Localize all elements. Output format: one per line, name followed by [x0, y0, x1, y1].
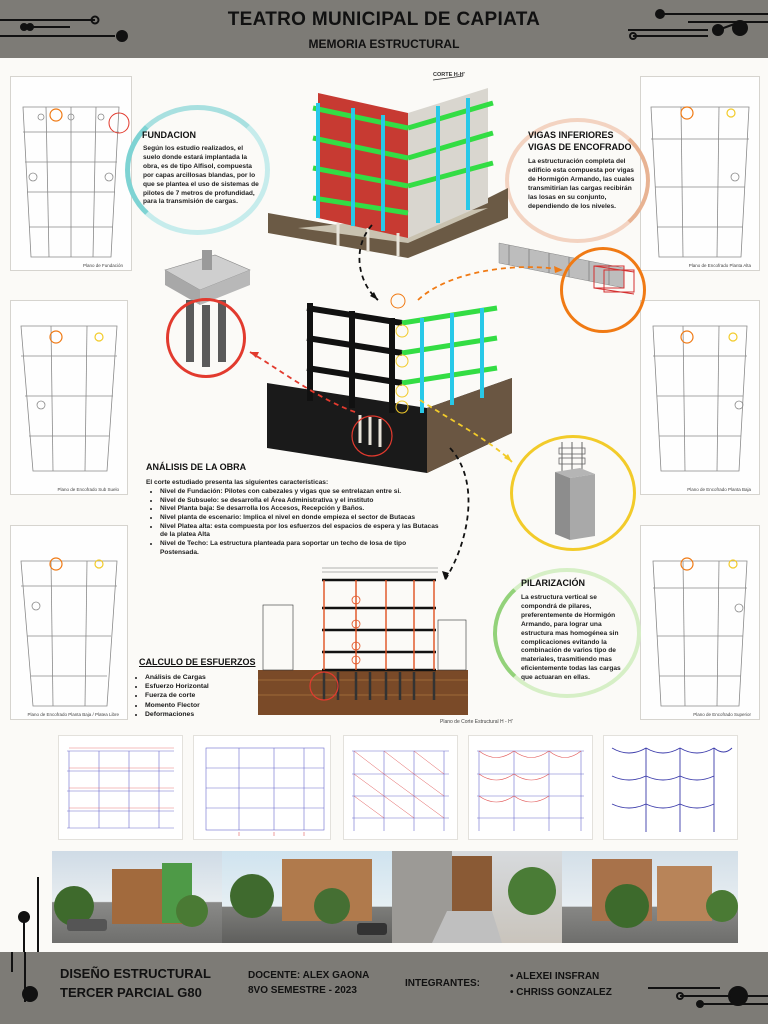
- floor-plan-drawing: [652, 325, 748, 472]
- list-item: Nivel planta de escenario: Implica el ni…: [160, 514, 446, 523]
- plan-caption: Plano de Fundación: [82, 263, 123, 268]
- diagram-loads: [58, 735, 183, 840]
- list-item: Esfuerzo Horizontal: [145, 682, 252, 691]
- list-item: Deformaciones: [145, 710, 252, 719]
- member-1: • ALEXEI INSFRAN: [510, 971, 600, 982]
- diagram-shear: [343, 735, 458, 840]
- list-item: Nivel de Techo: La estructura planteada …: [160, 540, 446, 557]
- vigas-text: La estructuración completa del edificio …: [528, 158, 635, 210]
- floor-plan-drawing: [22, 106, 130, 258]
- structural-section-drawing: [258, 567, 468, 715]
- fundacion-highlight-ring: [166, 298, 246, 378]
- circuit-decoration-footer-right: [648, 986, 768, 1008]
- semestre: 8VO SEMESTRE - 2023: [248, 985, 357, 996]
- list-item: Nivel Planta baja: Se desarrolla los Acc…: [160, 505, 446, 514]
- circuit-decoration-left: [0, 15, 128, 42]
- plan-planta-baja: Plano de Encofrado Planta Baja / Platea …: [10, 525, 128, 720]
- building-3d-top: [268, 75, 508, 258]
- column-rebar-illustration: [555, 442, 595, 540]
- plan-caption: Plano de Encofrado Superior: [693, 712, 751, 717]
- vigas-highlight-ring: [560, 247, 646, 333]
- pilarizacion-ring: [493, 568, 641, 698]
- calculo-list: Análisis de Cargas Esfuerzo Horizontal F…: [132, 673, 252, 719]
- pilar-highlight-ring: [510, 435, 636, 551]
- list-item: Fuerza de corte: [145, 691, 252, 700]
- page-title: TEATRO MUNICIPAL DE CAPIATA: [227, 9, 541, 30]
- docente: DOCENTE: ALEX GAONA: [248, 970, 370, 981]
- plan-planta-alta: Plano de Encofrado Planta Alta: [640, 76, 760, 271]
- diagram-moment: [468, 735, 593, 840]
- render-photo-4: [562, 851, 738, 943]
- deformation-diagram: [611, 747, 733, 832]
- corte-tag: CORTE H-H': [433, 72, 465, 78]
- pilarizacion-text: La estructura vertical se compondrá de p…: [521, 594, 621, 682]
- plan-caption: Plano de Encofrado Planta Baja: [687, 487, 751, 492]
- circuit-decoration-footer-left: [11, 952, 38, 1002]
- vigas-title-1: VIGAS INFERIORES: [528, 130, 614, 140]
- diagram-deformation: [603, 735, 738, 840]
- analisis-list: Nivel de Fundación: Pilotes con cabezale…: [146, 488, 446, 558]
- fundacion-text: Según los estudio realizados, el suelo d…: [143, 145, 259, 206]
- analisis-title: ANÁLISIS DE LA OBRA: [146, 462, 247, 472]
- plan-fundacion: Plano de Fundación: [10, 76, 132, 271]
- calculo-title: CALCULO DE ESFUERZOS: [139, 657, 256, 667]
- header-bar: TEATRO MUNICIPAL DE CAPIATA MEMORIA ESTR…: [0, 0, 768, 58]
- plan-subsuelo: Plano de Encofrado Sub Suelo: [10, 300, 128, 495]
- plan-planta-baja-right: Plano de Encofrado Planta Baja: [640, 300, 760, 495]
- render-photo-2: [222, 851, 392, 943]
- member-2: • CHRISS GONZALEZ: [510, 987, 612, 998]
- integrantes-label: INTEGRANTES:: [405, 978, 480, 989]
- page-subtitle: MEMORIA ESTRUCTURAL: [308, 37, 460, 51]
- floor-plan-drawing: [20, 325, 118, 472]
- fundacion-title: FUNDACION: [142, 130, 196, 140]
- analisis-intro: El corte estudiado presenta las siguient…: [146, 479, 329, 486]
- footer-bar: DISEÑO ESTRUCTURAL TERCER PARCIAL G80 DO…: [0, 952, 768, 1024]
- shear-diagram: [352, 750, 449, 831]
- floor-plan-drawing: [650, 106, 750, 258]
- list-item: Nivel de Fundación: Pilotes con cabezale…: [160, 488, 446, 497]
- vigas-ring: [505, 118, 650, 243]
- plan-caption: Plano de Encofrado Planta Baja / Platea …: [27, 712, 119, 717]
- member-name: CHRISS GONZALEZ: [516, 987, 612, 998]
- section-caption: Plano de Corte Estructural H - H': [440, 719, 513, 725]
- plan-caption: Plano de Encofrado Sub Suelo: [57, 487, 119, 492]
- list-item: Nivel Platea alta: esta compuesta por lo…: [160, 523, 446, 540]
- pilarizacion-title: PILARIZACIÓN: [521, 578, 585, 588]
- horizontal-force-diagram: [205, 747, 325, 836]
- render-photo-1: [52, 851, 222, 943]
- list-item: Nivel de Subsuelo: se desarrolla el Área…: [160, 497, 446, 506]
- list-item: Análisis de Cargas: [145, 673, 252, 682]
- diagram-horizontal: [193, 735, 331, 840]
- vigas-title-2: VIGAS DE ENCOFRADO: [528, 142, 632, 152]
- course-group: TERCER PARCIAL G80: [60, 985, 202, 1000]
- analisis-body: El corte estudiado presenta las siguient…: [146, 479, 446, 558]
- list-item: Momento Flector: [145, 701, 252, 710]
- plan-caption: Plano de Encofrado Planta Alta: [688, 263, 751, 268]
- floor-plan-drawing: [652, 557, 748, 707]
- moment-diagram: [477, 750, 584, 831]
- plan-superior: Plano de Encofrado Superior: [640, 525, 760, 720]
- fundacion-ring: [125, 105, 270, 235]
- floor-plan-drawing: [20, 557, 118, 707]
- course-name: DISEÑO ESTRUCTURAL: [60, 966, 211, 981]
- render-photo-3: [392, 851, 562, 943]
- load-diagram: [67, 747, 174, 829]
- circuit-decoration-right: [628, 9, 768, 40]
- member-name: ALEXEI INSFRAN: [515, 971, 600, 982]
